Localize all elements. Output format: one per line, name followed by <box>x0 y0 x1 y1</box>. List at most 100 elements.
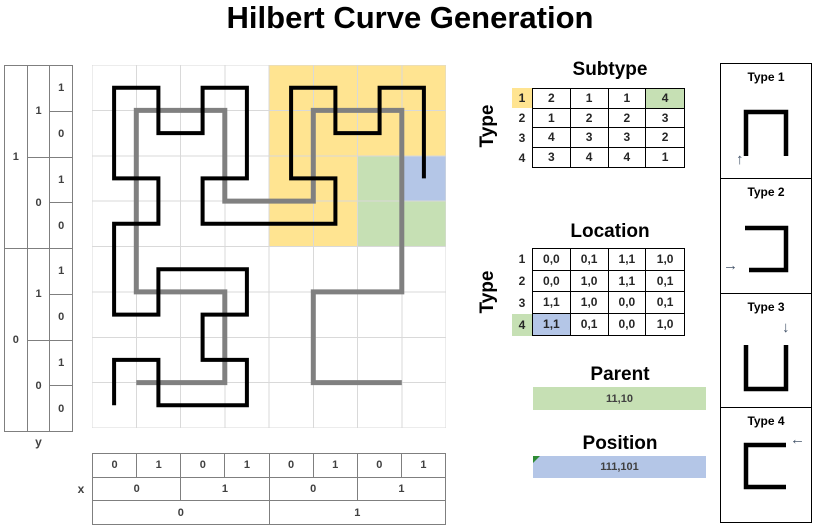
location-row-header[interactable]: 4 <box>512 314 532 336</box>
location-row-headers: 1 2 3 4 <box>512 248 532 336</box>
subtype-row-header[interactable]: 3 <box>518 131 526 145</box>
subtype-cell[interactable]: 2 <box>533 89 571 109</box>
type-2-curve-glyph <box>745 225 789 272</box>
y-axis-bit0-cell[interactable]: 0 <box>50 112 73 158</box>
y-axis-bit2-cell[interactable]: 0 <box>12 334 19 346</box>
location-cell[interactable]: 0,0 <box>609 313 647 335</box>
y-axis-bit0-cell[interactable]: 1 <box>50 341 73 387</box>
x-axis-bit1-cell[interactable]: 1 <box>181 477 270 501</box>
type-panel-title: Type 3 <box>747 299 785 314</box>
subtype-cell[interactable]: 4 <box>571 147 609 167</box>
subtype-cell[interactable]: 4 <box>646 89 684 109</box>
subtype-row-header[interactable]: 2 <box>518 111 526 125</box>
location-cell[interactable]: 1,1 <box>608 270 647 292</box>
subtype-cell[interactable]: 1 <box>661 150 669 165</box>
location-cell[interactable]: 0,1 <box>646 292 684 314</box>
y-axis-bit0-cell[interactable]: 1 <box>50 158 73 204</box>
parent-value-cell[interactable]: 11,10 <box>533 387 706 410</box>
y-axis-bit1-cell[interactable]: 1 <box>27 249 50 341</box>
type-3-u-shape <box>743 344 789 391</box>
y-axis-bit2-cell[interactable]: 1 <box>5 66 27 249</box>
y-axis-bit1-cell[interactable]: 1 <box>27 66 50 158</box>
type-4-curve-glyph <box>743 443 786 490</box>
y-axis-bit0-cell[interactable]: 1 <box>50 249 73 295</box>
subtype-cell[interactable]: 3 <box>608 128 647 148</box>
type-2-entry-arrow-icon: → <box>723 256 738 274</box>
x-axis-bit2-cell[interactable]: 0 <box>93 501 270 525</box>
x-axis-bit0-cell[interactable]: 0 <box>358 454 402 477</box>
subtype-row-header[interactable]: 4 <box>518 151 526 165</box>
location-type-axis-label: Type <box>477 270 498 314</box>
subtype-type-axis-label: Type <box>477 104 498 148</box>
location-cell[interactable]: 1,1 <box>533 292 571 314</box>
location-row-header[interactable]: 1 <box>518 252 526 266</box>
location-row-header[interactable]: 2 <box>518 274 526 288</box>
type-panel-title: Type 4 <box>747 414 785 429</box>
location-cell[interactable]: 0,0 <box>608 292 647 314</box>
subtype-cell[interactable]: 4 <box>533 128 571 148</box>
parent-block-cell[interactable] <box>357 155 402 202</box>
subtype-cell[interactable]: 1 <box>533 108 571 128</box>
x-axis-bit1-cell[interactable]: 1 <box>398 483 405 495</box>
type-panel-2: Type 2 → <box>721 179 811 294</box>
type-legend-panel: Type 1↑Type 2→Type 3↓Type 4← <box>720 63 812 523</box>
subtype-cell[interactable]: 2 <box>608 108 647 128</box>
x-axis-bit0-cell[interactable]: 0 <box>270 454 314 477</box>
y-axis-bit1-cell[interactable]: 0 <box>27 158 50 249</box>
subtype-cell[interactable]: 4 <box>609 147 647 167</box>
subtype-cell[interactable]: 2 <box>646 128 684 148</box>
location-cell[interactable]: 1,1 <box>533 313 571 335</box>
type-3-entry-arrow-icon: ↓ <box>782 318 790 336</box>
location-cell[interactable]: 1,1 <box>608 249 647 271</box>
y-axis-bit0-cell[interactable]: 0 <box>58 402 65 415</box>
type-panel-3: Type 3 ↓ <box>721 294 811 409</box>
location-cell[interactable]: 0,1 <box>571 313 609 335</box>
type-panel-title: Type 1 <box>747 70 785 84</box>
y-axis-bit1-cell[interactable]: 0 <box>35 379 42 392</box>
type-3-curve-glyph <box>743 344 789 391</box>
subtype-cell[interactable]: 3 <box>646 109 684 128</box>
x-axis-bit0-cell[interactable]: 1 <box>137 454 182 477</box>
y-axis-bit0-cell[interactable]: 0 <box>50 295 73 341</box>
location-cell[interactable]: 1,0 <box>570 270 609 292</box>
y-axis-bit0-cell[interactable]: 1 <box>50 66 73 112</box>
type-2-u-shape <box>745 225 789 272</box>
subtype-cell[interactable]: 2 <box>570 108 609 128</box>
x-axis-bit0-cell[interactable]: 0 <box>93 454 138 477</box>
x-axis-bit1-cell[interactable]: 0 <box>93 477 182 501</box>
y-axis-label: y <box>35 435 42 449</box>
y-axis-bit0-cell[interactable]: 0 <box>50 203 73 249</box>
location-cell[interactable]: 0,0 <box>533 249 571 271</box>
x-axis-bit0-cell[interactable]: 1 <box>225 454 270 477</box>
location-cell[interactable]: 1,0 <box>656 317 674 332</box>
x-axis-bit0-cell[interactable]: 1 <box>420 459 427 472</box>
type-panel-title: Type 2 <box>747 184 785 199</box>
position-value-cell[interactable]: 111,101 <box>533 456 706 478</box>
subtype-row-headers: 1 2 3 4 <box>512 88 532 168</box>
subtype-cell[interactable]: 3 <box>533 147 571 167</box>
location-row-header[interactable]: 3 <box>518 296 526 310</box>
subtype-row-header[interactable]: 1 <box>512 88 532 108</box>
x-axis-bit1-cell[interactable]: 0 <box>270 477 358 501</box>
location-cell[interactable]: 0,1 <box>570 249 609 271</box>
position-value: 111,101 <box>600 461 639 473</box>
location-cell[interactable]: 0,1 <box>646 271 684 292</box>
x-axis-bit2-cell[interactable]: 1 <box>354 506 361 519</box>
location-cell[interactable]: 0,0 <box>533 270 571 292</box>
subtype-cell[interactable]: 3 <box>570 128 609 148</box>
parent-block-cell[interactable] <box>357 201 402 247</box>
location-cell[interactable]: 1,0 <box>570 292 609 314</box>
subtype-cell[interactable]: 1 <box>608 89 647 109</box>
location-cell[interactable]: 1,0 <box>646 249 684 271</box>
parent-block-cell[interactable] <box>401 201 446 247</box>
parent-title: Parent <box>590 364 650 385</box>
x-axis-bit0-cell[interactable]: 0 <box>181 454 226 477</box>
x-axis-bit0-cell[interactable]: 1 <box>314 454 358 477</box>
subtype-cell[interactable]: 1 <box>570 89 609 109</box>
parent-value: 11,10 <box>606 392 633 405</box>
